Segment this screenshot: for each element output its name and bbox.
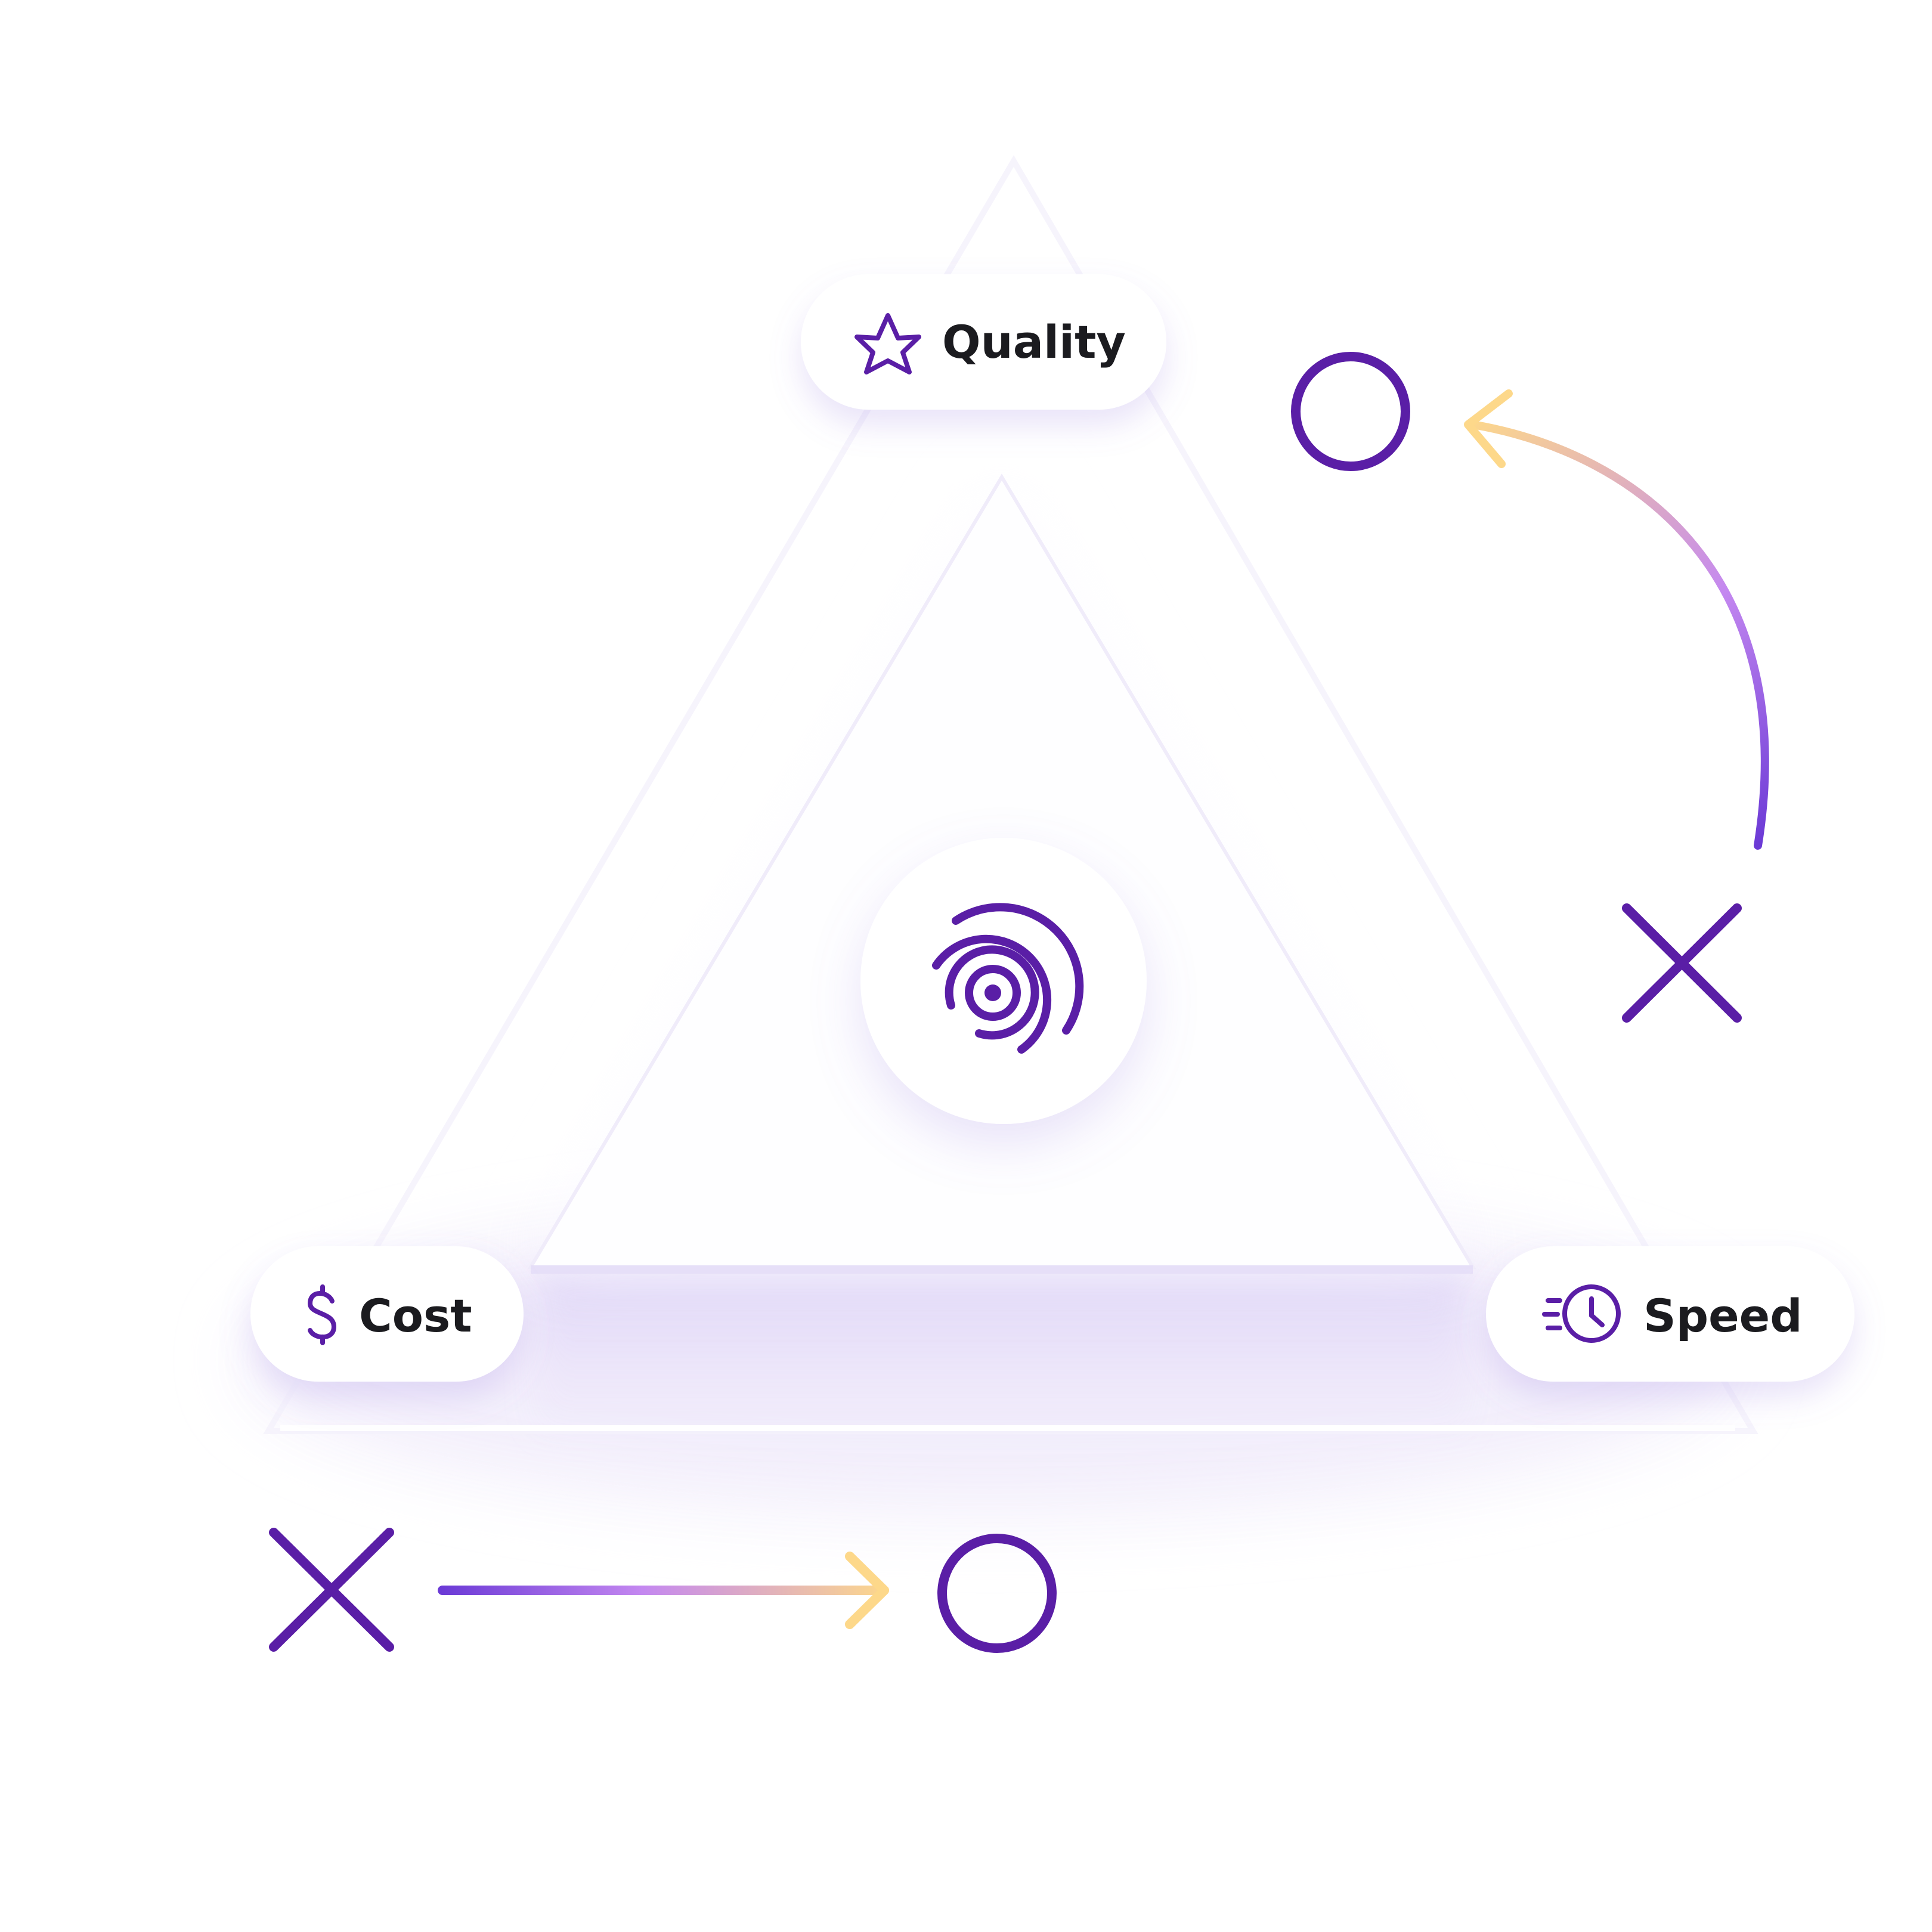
straight-arrow <box>438 1552 889 1629</box>
target-rings-icon <box>932 903 1084 1054</box>
o-mark-icon <box>937 1534 1057 1653</box>
o-mark-icon <box>1291 352 1410 471</box>
x-mark-icon <box>1622 903 1742 1023</box>
cost-label: Cost <box>359 1289 472 1342</box>
triangle-base-edge <box>531 1265 1473 1274</box>
speed-clock-icon <box>1542 1284 1621 1343</box>
center-node <box>860 838 1147 1124</box>
node-speed: Speed <box>1486 1246 1854 1382</box>
arrowhead-icon <box>1464 389 1513 468</box>
dollar-icon <box>307 1284 337 1345</box>
ground-line <box>280 1425 1735 1431</box>
node-cost: Cost <box>250 1246 524 1382</box>
x-mark-icon <box>269 1528 394 1652</box>
star-icon <box>854 313 921 374</box>
arrowhead-icon <box>845 1552 889 1629</box>
quality-label: Quality <box>942 315 1126 369</box>
speed-label: Speed <box>1643 1289 1803 1342</box>
node-quality: Quality <box>801 274 1166 410</box>
curved-arrow <box>1464 389 1769 850</box>
